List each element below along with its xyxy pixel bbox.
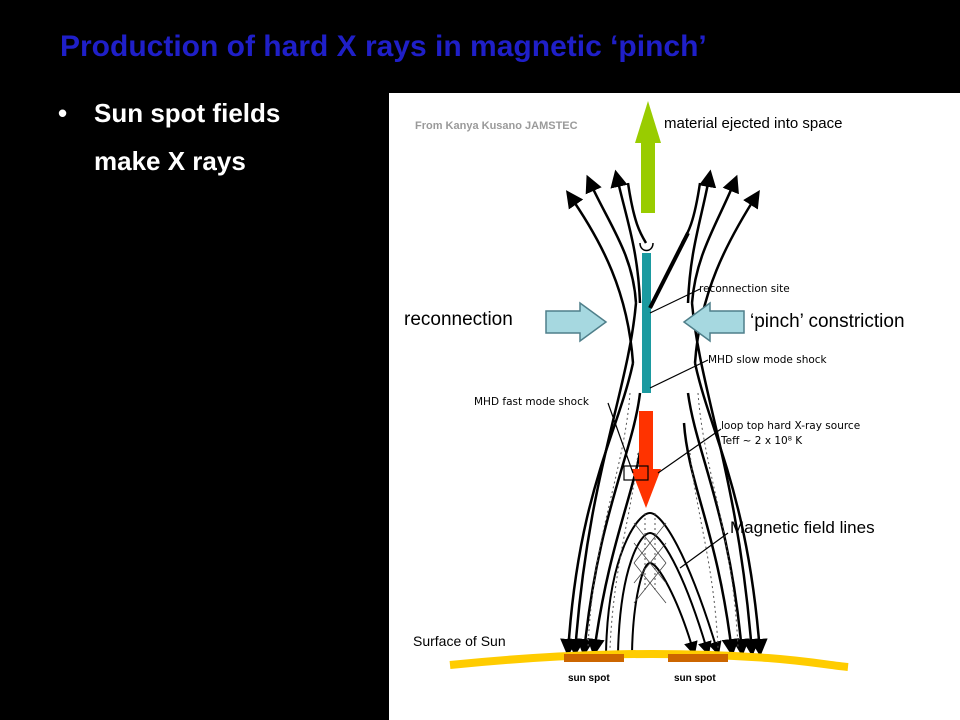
bullet-symbol: • [58, 98, 68, 128]
slide-title: Production of hard X rays in magnetic ‘p… [60, 30, 707, 63]
hollow-arrow-icon [545, 301, 745, 343]
sunspot-right-label: sun spot [674, 673, 716, 684]
bullet-text: Sun spot fields [94, 98, 281, 128]
sun-surface-line [449, 649, 849, 671]
open-field-lines [565, 169, 760, 364]
current-sheet [642, 253, 651, 393]
sunspot-left-label: sun spot [568, 673, 610, 684]
bullet-item: • Sun spot fields [58, 98, 280, 129]
diagram-graphic [388, 93, 849, 720]
surface-label: Surface of Sun [413, 633, 506, 649]
leg-field-lines [560, 302, 768, 657]
loop-top-box [623, 465, 649, 481]
loop-top-label: loop top hard X-ray source [721, 420, 861, 432]
closed-loops [605, 511, 722, 656]
leader-lines [607, 288, 729, 569]
sunspot-right [668, 654, 728, 662]
fast-shock-label: MHD fast mode shock [474, 396, 589, 408]
flare-diagram: From Kanya Kusano JAMSTEC material eject… [388, 93, 960, 720]
arrow-up-icon [635, 101, 661, 213]
reconnection-site-label: reconnection site [699, 283, 790, 295]
ejected-label: material ejected into space [664, 115, 843, 132]
sheet-top [639, 242, 654, 252]
arrow-down-icon [631, 411, 661, 508]
bullet-continuation: make X rays [94, 146, 246, 176]
temperature-label: Teff ~ 2 x 10⁸ K [721, 435, 803, 447]
magnetic-field-label: Magnetic field lines [730, 518, 875, 537]
sunspot-left [564, 654, 624, 662]
pinch-label: ‘pinch’ constriction [750, 311, 905, 332]
credit-text: From Kanya Kusano JAMSTEC [415, 120, 578, 132]
cusp-hatch [633, 522, 667, 604]
reconnection-label: reconnection [404, 309, 513, 330]
slow-shock-label: MHD slow mode shock [708, 354, 827, 366]
reconnection-pointer [648, 232, 690, 309]
